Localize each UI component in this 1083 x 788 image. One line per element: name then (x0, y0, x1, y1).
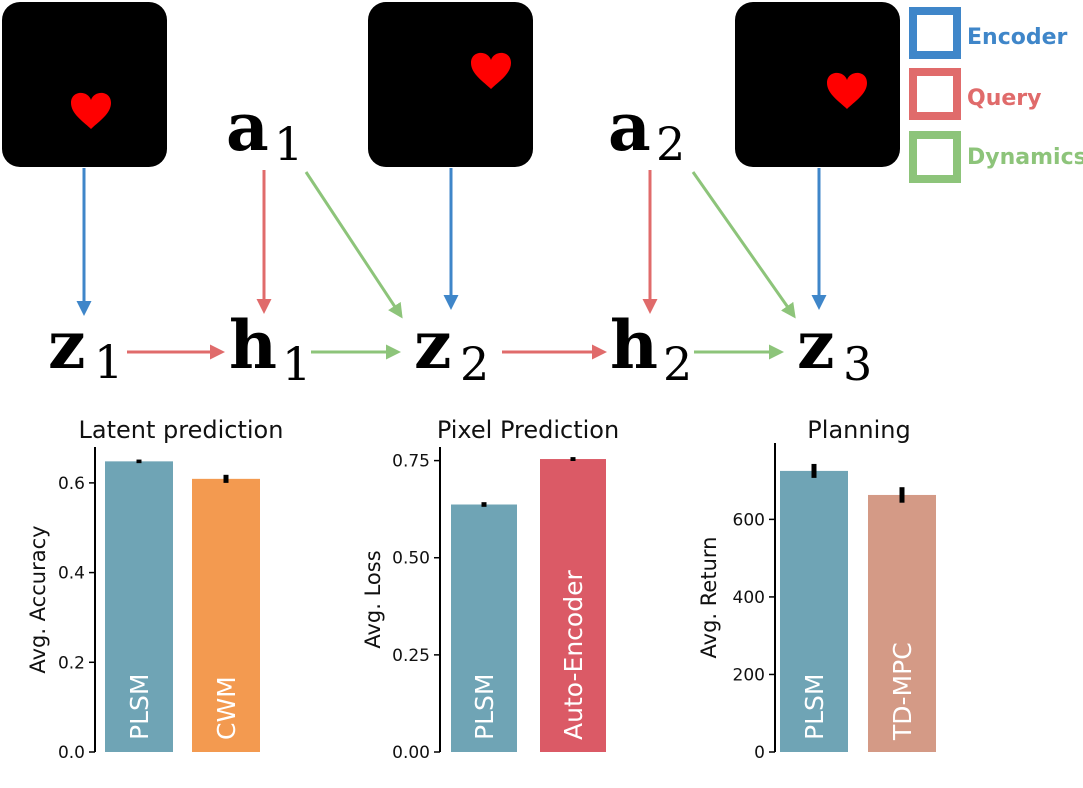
node-h2: h 2 (610, 306, 692, 391)
y-tick-label: 400 (733, 588, 765, 608)
svg-text:a: a (226, 88, 269, 166)
legend-label-dynamics: Dynamics (967, 145, 1083, 170)
svg-text:1: 1 (274, 117, 303, 171)
svg-text:h: h (229, 306, 277, 384)
node-h1: h 1 (229, 306, 311, 391)
y-tick-label: 0.25 (392, 646, 430, 666)
query-arrows (127, 170, 658, 360)
node-z2: z 2 (414, 306, 489, 391)
svg-text:z: z (414, 306, 451, 384)
dynamics-arrows (304, 171, 796, 360)
y-tick-label: 0.0 (58, 743, 85, 763)
bar-label: PLSM (800, 674, 829, 740)
bar-label: PLSM (125, 674, 154, 740)
frame-3 (735, 2, 900, 167)
y-tick-label: 0.4 (58, 564, 85, 584)
node-a1: a 1 (226, 88, 303, 171)
dynamics-swatch (909, 131, 961, 183)
node-a2: a 2 (608, 88, 685, 171)
chart-title: Latent prediction (79, 416, 284, 444)
bar (868, 494, 936, 752)
y-axis-label: Avg. Accuracy (26, 525, 50, 673)
y-axis-label: Avg. Loss (361, 550, 385, 648)
dynamics-arrow-a2-z3 (691, 171, 796, 319)
bar (192, 478, 260, 752)
svg-text:2: 2 (663, 337, 692, 391)
bar-label: PLSM (470, 674, 499, 740)
bar-label: Auto-Encoder (559, 570, 588, 740)
svg-text:a: a (608, 88, 651, 166)
svg-text:2: 2 (460, 337, 489, 391)
svg-text:2: 2 (656, 117, 685, 171)
encoder-arrows (76, 168, 827, 316)
legend-item-encoder: Encoder (909, 7, 1068, 59)
legend-label-encoder: Encoder (967, 25, 1068, 50)
bar-label: TD-MPC (888, 642, 917, 741)
bar (451, 504, 517, 752)
legend: Encoder Query Dynamics (909, 7, 1083, 183)
y-tick-label: 0.75 (392, 452, 430, 472)
y-tick-label: 0.2 (58, 653, 85, 673)
y-tick-label: 0.6 (58, 474, 85, 494)
y-tick-label: 0.00 (392, 743, 430, 763)
svg-text:h: h (610, 306, 658, 384)
encoder-swatch (909, 7, 961, 59)
chart-title: Pixel Prediction (437, 416, 619, 444)
legend-item-query: Query (909, 68, 1041, 120)
dynamics-arrow-a1-z2 (304, 171, 403, 319)
svg-text:z: z (797, 306, 834, 384)
node-z1: z 1 (48, 306, 123, 389)
svg-text:z: z (48, 306, 85, 384)
svg-text:1: 1 (94, 335, 123, 389)
bar-label: CWM (212, 676, 241, 740)
frame-1 (2, 2, 167, 167)
bar (540, 459, 606, 752)
y-axis-label: Avg. Return (697, 537, 721, 659)
y-tick-label: 0.50 (392, 549, 430, 569)
svg-text:3: 3 (843, 337, 872, 391)
svg-text:1: 1 (282, 337, 311, 391)
bar (780, 470, 848, 752)
y-tick-label: 0 (754, 743, 765, 763)
y-tick-label: 200 (733, 665, 765, 685)
legend-label-query: Query (967, 86, 1041, 111)
node-z3: z 3 (797, 306, 872, 391)
query-swatch (909, 68, 961, 120)
y-tick-label: 600 (733, 510, 765, 530)
frame-2 (368, 2, 533, 167)
legend-item-dynamics: Dynamics (909, 131, 1083, 183)
chart-title: Planning (807, 416, 910, 444)
bar (105, 461, 173, 752)
